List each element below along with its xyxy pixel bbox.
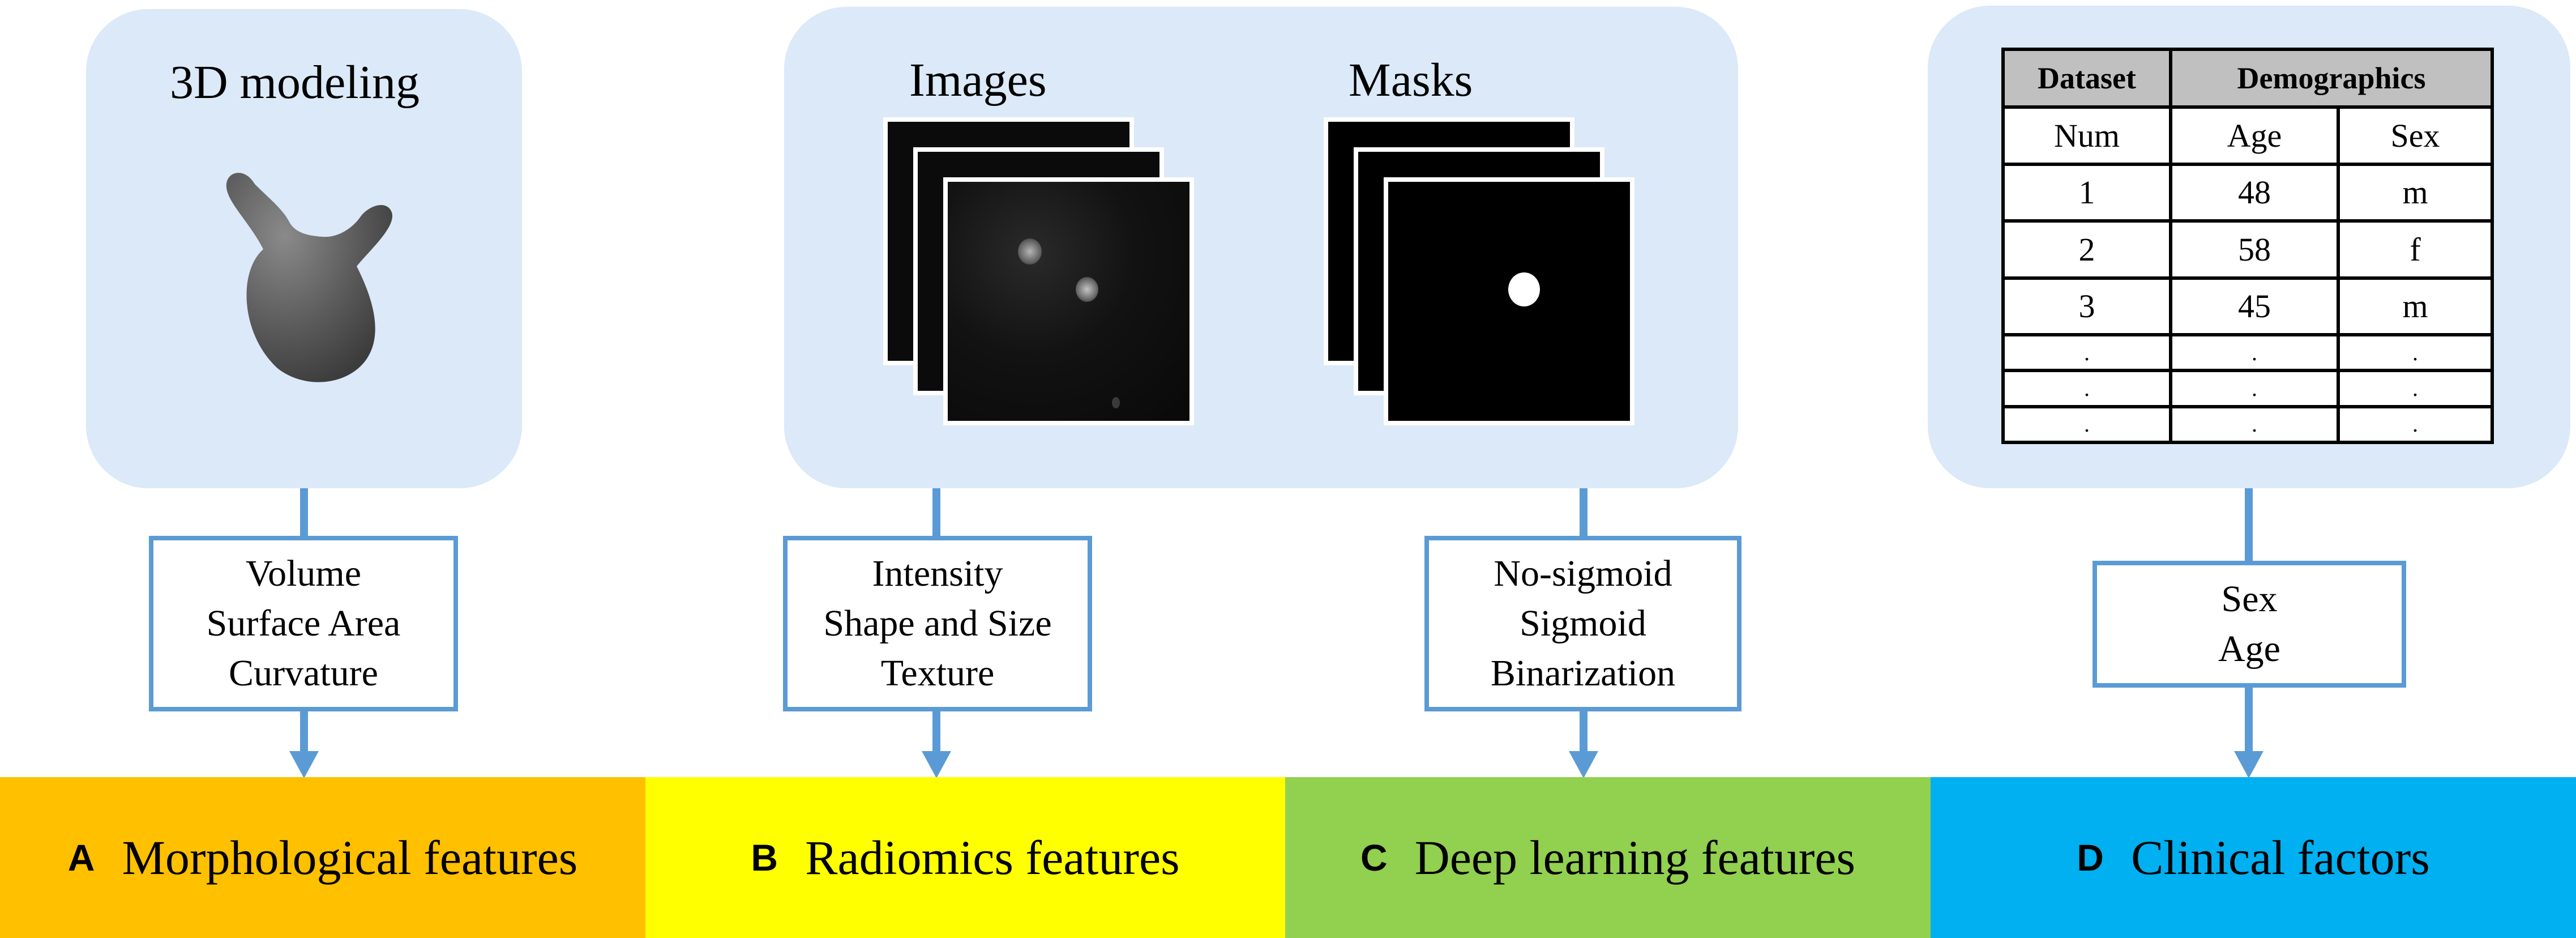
cell-ellipsis: . <box>2337 404 2494 445</box>
subheader-age: Age <box>2169 105 2340 166</box>
band-clinical: D Clinical factors <box>1931 777 2576 938</box>
feature-box-morphological: Volume Surface Area Curvature <box>149 536 458 711</box>
feature-item: Age <box>2218 628 2280 670</box>
panel-title-images: Images <box>909 54 1047 106</box>
band-label: Radiomics features <box>805 830 1180 885</box>
arrow-down-icon <box>922 751 951 778</box>
connector-b-upper <box>932 488 940 538</box>
connector-d-lower <box>2245 688 2253 758</box>
cell-ellipsis: . <box>2001 404 2172 445</box>
cell-ellipsis: . <box>2337 332 2494 373</box>
band-letter: A <box>67 837 95 879</box>
band-letter: B <box>751 837 778 879</box>
table-header-row: Dataset Demographics <box>2001 48 2494 109</box>
arrow-down-icon <box>1569 751 1598 778</box>
cell-age: 45 <box>2169 276 2340 336</box>
feature-item: Binarization <box>1490 653 1676 694</box>
feature-item: Curvature <box>229 653 378 694</box>
band-label: Clinical factors <box>2130 830 2430 885</box>
table-row: . . . <box>2001 369 2494 408</box>
cell-num: 2 <box>2001 219 2172 280</box>
connector-c-upper <box>1580 488 1587 538</box>
connector-a-lower <box>300 711 308 758</box>
feature-box-deep-learning: No-sigmoid Sigmoid Binarization <box>1424 536 1741 711</box>
feature-item: Sex <box>2221 578 2278 620</box>
band-letter: C <box>1360 837 1388 879</box>
feature-item: Shape and Size <box>823 603 1052 644</box>
ct-bright-spot <box>1076 277 1098 302</box>
arrow-down-icon <box>2234 751 2263 778</box>
feature-item: Intensity <box>872 553 1003 594</box>
table-row: . . . <box>2001 332 2494 373</box>
connector-c-lower <box>1580 711 1587 758</box>
cell-sex: m <box>2337 162 2494 223</box>
table-row: 2 58 f <box>2001 219 2494 280</box>
cell-ellipsis: . <box>2001 332 2172 373</box>
cell-num: 3 <box>2001 276 2172 336</box>
subheader-sex: Sex <box>2337 105 2494 166</box>
header-dataset: Dataset <box>2001 48 2172 109</box>
feature-item: Surface Area <box>206 603 401 644</box>
demographics-table: Dataset Demographics Num Age Sex 1 48 m … <box>2001 48 2494 445</box>
band-deep-learning: C Deep learning features <box>1285 777 1931 938</box>
subheader-num: Num <box>2001 105 2172 166</box>
band-radiomics: B Radiomics features <box>645 777 1285 938</box>
table-row: 1 48 m <box>2001 162 2494 223</box>
cell-ellipsis: . <box>2169 404 2340 445</box>
cell-age: 58 <box>2169 219 2340 280</box>
connector-b-lower <box>932 711 940 758</box>
panel-title-masks: Masks <box>1349 54 1473 106</box>
cell-ellipsis: . <box>2169 369 2340 408</box>
band-morphological: A Morphological features <box>0 777 645 938</box>
connector-d-upper <box>2245 488 2253 562</box>
3d-vessel-model-icon <box>226 173 392 382</box>
cell-ellipsis: . <box>2001 369 2172 408</box>
panel-title-3d-modeling: 3D modeling <box>170 56 420 109</box>
cell-ellipsis: . <box>2169 332 2340 373</box>
ct-slice-front <box>943 177 1194 425</box>
mask-slice-front <box>1384 177 1634 425</box>
band-label: Deep learning features <box>1414 830 1856 885</box>
mask-white-blob <box>1508 272 1540 306</box>
feature-box-clinical: Sex Age <box>2093 561 2406 688</box>
band-letter: D <box>2077 837 2104 879</box>
connector-a-upper <box>300 488 308 538</box>
cell-sex: m <box>2337 276 2494 336</box>
ct-faint-spot <box>1112 397 1120 408</box>
feature-box-radiomics: Intensity Shape and Size Texture <box>783 536 1092 711</box>
header-demographics: Demographics <box>2169 48 2494 109</box>
arrow-down-icon <box>289 751 319 778</box>
feature-item: Sigmoid <box>1520 603 1646 644</box>
cell-age: 48 <box>2169 162 2340 223</box>
table-subheader-row: Num Age Sex <box>2001 105 2494 166</box>
ct-bright-spot <box>1018 238 1042 265</box>
feature-item: Volume <box>245 553 362 594</box>
band-label: Morphological features <box>122 830 578 885</box>
cell-num: 1 <box>2001 162 2172 223</box>
cell-sex: f <box>2337 219 2494 280</box>
cell-ellipsis: . <box>2337 369 2494 408</box>
feature-item: No-sigmoid <box>1494 553 1672 594</box>
table-row: . . . <box>2001 404 2494 445</box>
table-row: 3 45 m <box>2001 276 2494 336</box>
feature-item: Texture <box>880 653 995 694</box>
